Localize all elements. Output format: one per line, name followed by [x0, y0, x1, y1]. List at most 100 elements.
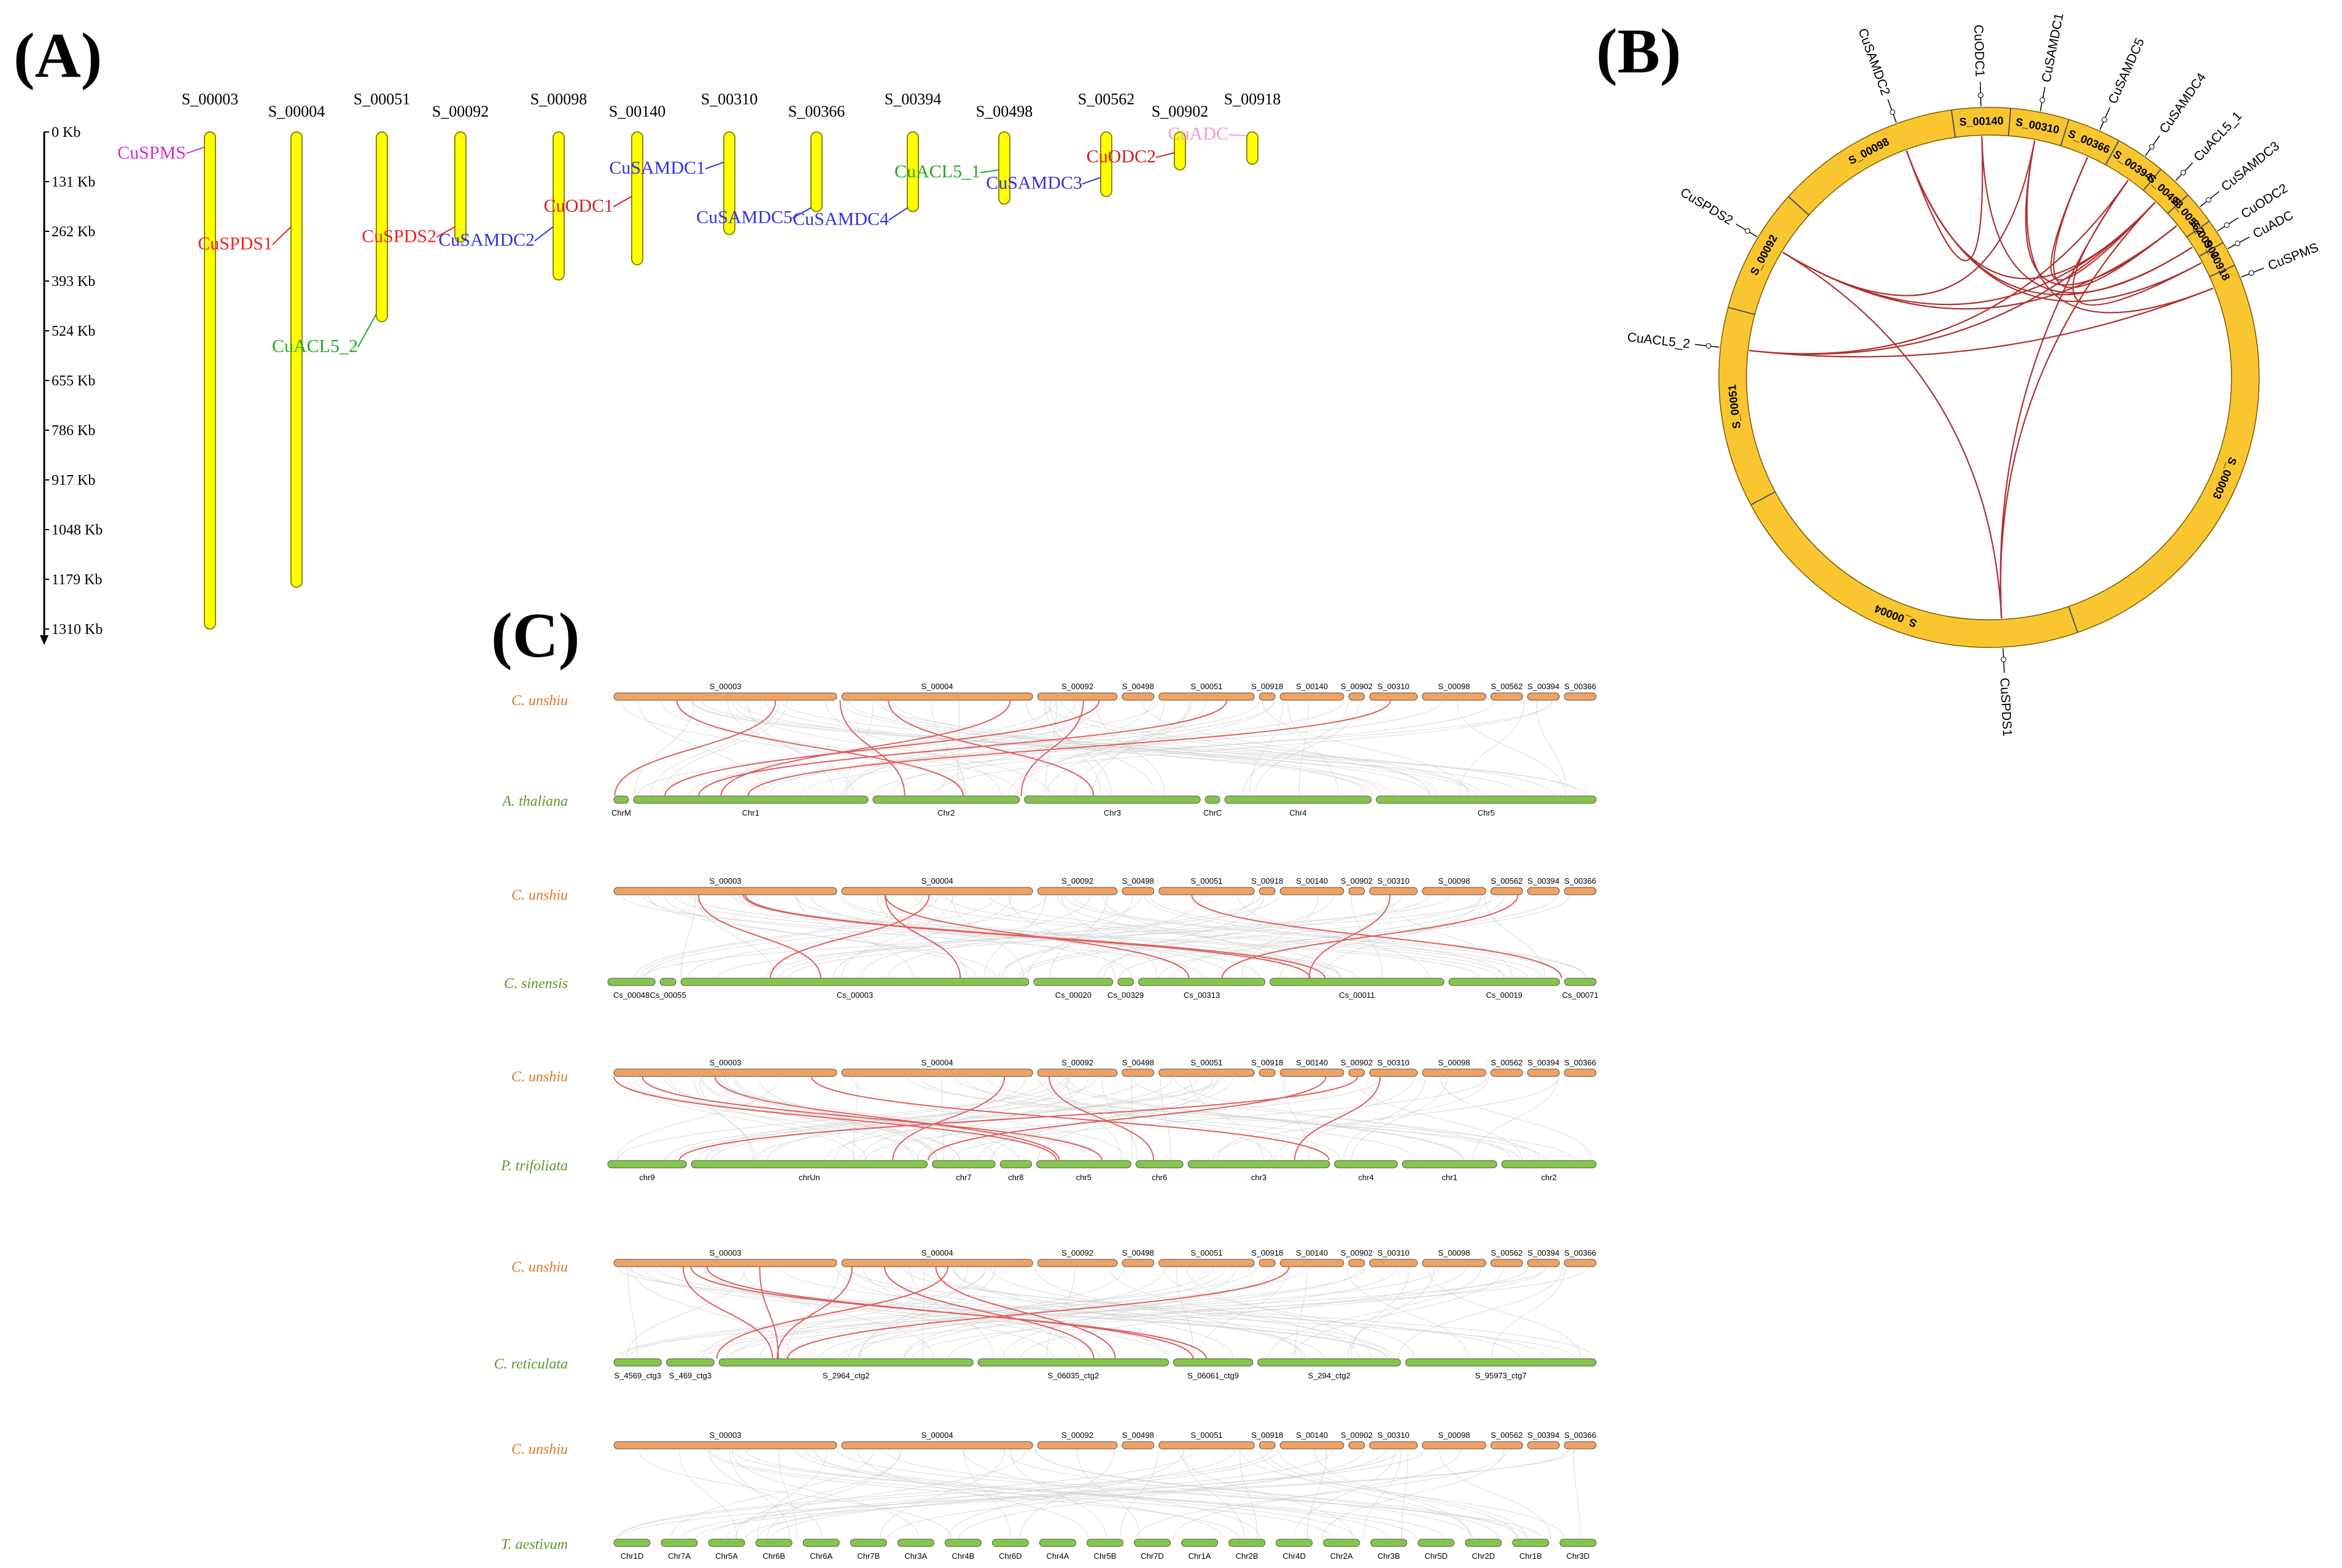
synteny-segment-label: S_00004 — [921, 1248, 953, 1257]
synteny-segment-label: S_00092 — [1061, 1431, 1093, 1440]
background-link — [1158, 894, 1570, 979]
synteny-segment — [708, 1539, 745, 1547]
synteny-segment — [1376, 795, 1597, 804]
gene-marker — [185, 146, 205, 155]
gene-marker — [705, 161, 724, 169]
synteny-segment-label: S_00498 — [1122, 876, 1154, 886]
synteny-segment-label: S_00562 — [1491, 1058, 1522, 1067]
synteny-segment — [1417, 1539, 1455, 1547]
synteny-segment-label: S_00092 — [1061, 1248, 1093, 1257]
synteny-segment-label: ChrC — [1203, 808, 1222, 817]
synteny-segment — [1334, 1160, 1398, 1168]
background-link — [729, 1448, 791, 1540]
scale-tick-label: 1179 Kb — [52, 572, 102, 588]
synteny-segment — [1228, 1539, 1266, 1547]
synteny-segment-label: Chr3A — [904, 1551, 927, 1561]
gene-pair-link — [811, 1076, 1330, 1161]
background-link — [1025, 700, 1155, 797]
species-label-bottom: C. reticulata — [494, 1356, 568, 1372]
gene-pair-link — [935, 1266, 1116, 1359]
scale-tick-label: 393 Kb — [52, 274, 95, 290]
scale-arrow-icon — [40, 635, 48, 645]
gene-pair-link — [786, 1266, 1290, 1359]
background-link — [1456, 700, 1565, 797]
synteny-segment — [1369, 1441, 1418, 1450]
background-link — [731, 894, 1497, 979]
synteny-segment — [1527, 692, 1560, 701]
gene-label: CuSPMS — [117, 142, 186, 163]
synteny-segment-label: chr8 — [1008, 1173, 1023, 1182]
synteny-segment-label: S_06035_ctg2 — [1047, 1371, 1099, 1380]
background-link — [697, 894, 775, 979]
synteny-segment-label: Chr2 — [937, 808, 955, 817]
background-link — [1267, 1266, 1482, 1359]
background-link — [945, 894, 1528, 979]
segment-divider — [2198, 242, 2224, 257]
synteny-segment — [613, 1259, 837, 1267]
background-link — [1354, 1076, 1522, 1161]
background-link — [859, 1266, 968, 1359]
synteny-segment — [1039, 1539, 1076, 1547]
synteny-segment — [613, 1358, 662, 1367]
background-link — [848, 700, 1483, 797]
background-link — [922, 1266, 925, 1359]
synteny-segment — [1564, 887, 1597, 895]
synteny-segment — [1564, 978, 1597, 986]
chromosome-label: S_00310 — [701, 90, 758, 108]
background-link — [662, 700, 788, 797]
gene-pair-link — [777, 1266, 853, 1359]
species-label-bottom: P. trifoliata — [500, 1158, 568, 1174]
background-link — [650, 700, 780, 797]
background-link — [1173, 1076, 1512, 1161]
synteny-segment-label: S_00918 — [1251, 1248, 1283, 1257]
background-link — [754, 1076, 1200, 1161]
gene-dot — [2181, 169, 2187, 176]
synteny-segment — [1323, 1539, 1360, 1547]
synteny-segment-label: Cs_00011 — [1339, 991, 1375, 1000]
synteny-segment — [1037, 1259, 1118, 1267]
background-link — [1347, 1266, 1435, 1359]
circos-inner-edge — [1746, 134, 2232, 620]
background-link — [1298, 700, 1309, 797]
background-link — [1182, 1448, 1245, 1540]
gene-dot — [2149, 144, 2155, 150]
synteny-segment-label: S_00366 — [1564, 1058, 1596, 1067]
synteny-segment — [1490, 1068, 1523, 1077]
synteny-segment-label: S_469_ctg3 — [669, 1371, 712, 1380]
background-link — [1241, 894, 1319, 979]
segment-label: S_00140 — [1959, 115, 2004, 128]
synteny-segment-label: S_00498 — [1122, 1431, 1154, 1440]
background-link — [726, 1266, 1588, 1359]
synteny-segment — [661, 1539, 698, 1547]
synteny-segment — [1402, 1160, 1497, 1168]
background-link — [665, 1076, 1146, 1161]
background-link — [1038, 1076, 1273, 1161]
species-label-top: C. unshiu — [511, 1069, 568, 1085]
gene-pair-link — [888, 700, 1095, 797]
background-link — [1363, 1448, 1402, 1540]
segment-divider — [2068, 606, 2079, 633]
background-link — [1293, 1448, 1397, 1540]
background-link — [1020, 1448, 1115, 1540]
circos-gene-label: CuSAMDC3 — [2219, 139, 2282, 194]
synteny-segment — [1369, 692, 1418, 701]
synteny-segment-label: Chr2B — [1236, 1551, 1258, 1561]
background-link — [839, 700, 1430, 797]
background-link — [696, 1266, 1367, 1359]
background-link — [818, 1266, 1362, 1359]
synteny-segment-label: S_294_ctg2 — [1308, 1371, 1350, 1380]
synteny-segment-label: chr6 — [1152, 1173, 1167, 1182]
synteny-segment-label: S_00310 — [1378, 1248, 1409, 1257]
synteny-segment-label: S_00003 — [709, 1248, 741, 1257]
synteny-segment — [1279, 887, 1344, 895]
gene-pair-link — [698, 700, 1228, 797]
chromosome-label: S_00092 — [432, 102, 489, 120]
synteny-segment — [1369, 1068, 1418, 1077]
background-link — [694, 1076, 756, 1161]
synteny-segment — [1465, 1539, 1502, 1547]
synteny-segment-label: S_00004 — [921, 682, 953, 691]
gene-pair-link — [1308, 894, 1391, 979]
synteny-segment-label: S_00394 — [1527, 1058, 1559, 1067]
chromosome-bar — [907, 131, 919, 212]
